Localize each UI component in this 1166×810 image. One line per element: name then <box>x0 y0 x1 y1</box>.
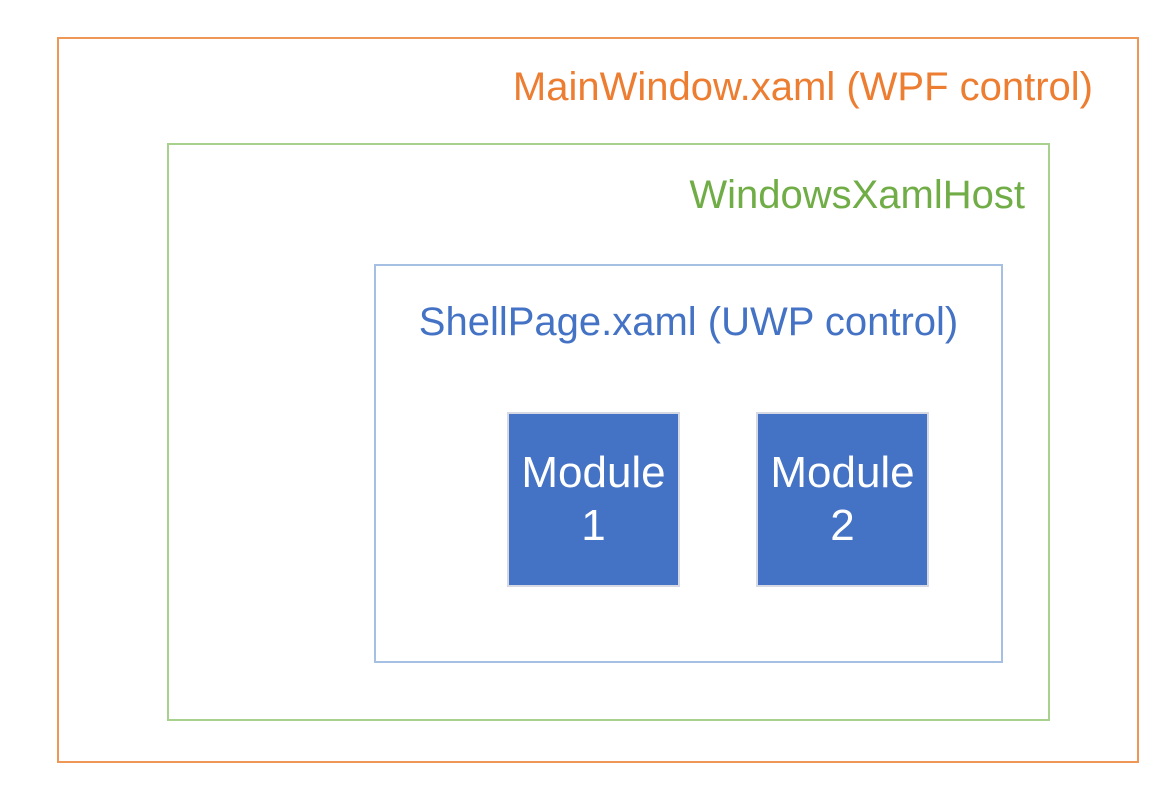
mainwindow-box: MainWindow.xaml (WPF control) WindowsXam… <box>57 37 1139 763</box>
mainwindow-label: MainWindow.xaml (WPF control) <box>512 65 1093 109</box>
shellpage-box: ShellPage.xaml (UWP control) Module 1 Mo… <box>374 264 1003 663</box>
shellpage-label: ShellPage.xaml (UWP control) <box>418 300 959 344</box>
windowsxamlhost-label: WindowsXamlHost <box>689 173 1025 217</box>
module-1-box: Module 1 <box>507 412 680 587</box>
windowsxamlhost-box: WindowsXamlHost ShellPage.xaml (UWP cont… <box>167 143 1050 721</box>
module-2-box: Module 2 <box>756 412 929 587</box>
